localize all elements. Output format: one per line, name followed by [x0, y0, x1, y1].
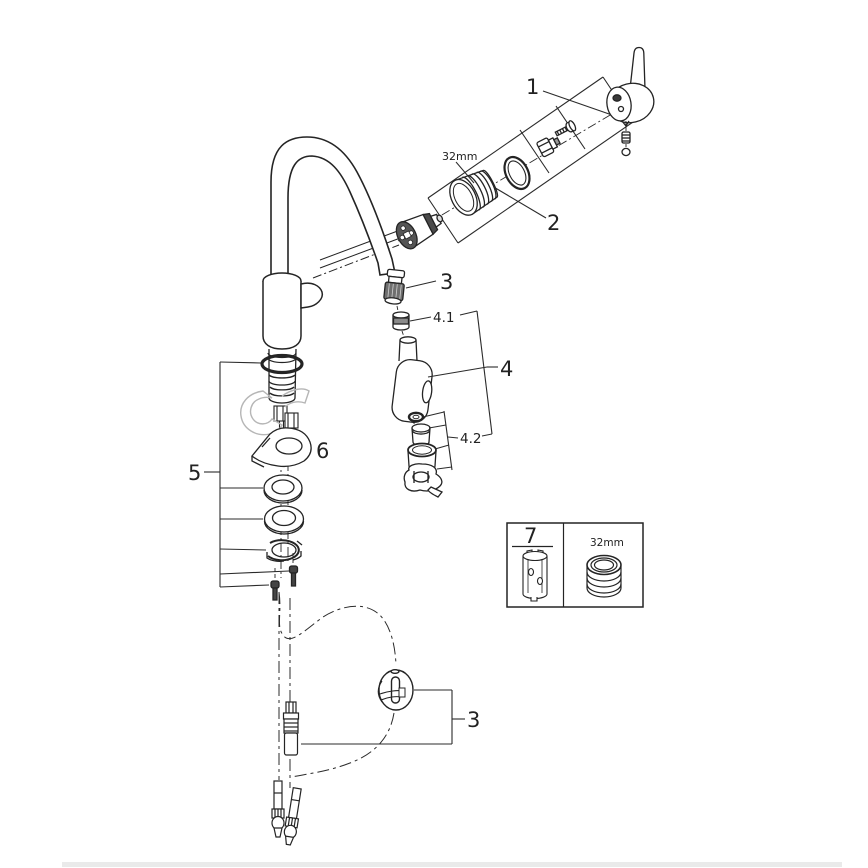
cartridge	[395, 212, 444, 250]
horseshoe-washer	[266, 539, 303, 562]
supply-fitting-right	[283, 787, 302, 846]
aerator-washer	[407, 411, 425, 423]
washer-1	[263, 474, 303, 504]
handle-face	[606, 86, 632, 122]
supply-fitting-left	[271, 780, 285, 838]
hose-loop-lower	[291, 712, 395, 778]
spray-connector-part	[392, 311, 410, 331]
trim-ring	[503, 155, 531, 191]
callout-7: 7	[524, 524, 537, 548]
callout-kit5: 5	[188, 461, 201, 485]
spout-outer	[270, 136, 396, 281]
handle-axis-line	[397, 107, 623, 242]
spray-hose-end	[383, 268, 406, 305]
handle-screw	[554, 120, 577, 137]
callout-4-1: 4.1	[433, 310, 454, 326]
cap-size-leader	[455, 161, 475, 184]
wrench-ghost	[240, 388, 310, 436]
kit4-bracket-lines	[409, 310, 498, 471]
callout-hose-bottom: 3	[467, 708, 480, 732]
hose-loop-upper	[278, 591, 397, 666]
footer-bar	[62, 862, 842, 867]
mounting-screw-left	[270, 568, 280, 601]
ring-tool	[586, 554, 622, 598]
callout-4-2: 4.2	[460, 431, 481, 447]
callout-kit4: 4	[500, 357, 513, 381]
faucet-body	[262, 136, 404, 350]
callout-6: 6	[316, 439, 329, 463]
hose-connector	[282, 701, 300, 756]
cartridge-cap	[449, 169, 499, 216]
service-kit-box	[506, 522, 644, 608]
callout-hose-top: 3	[440, 270, 453, 294]
kit5-bracket-lines	[204, 361, 290, 588]
hose-routing	[271, 591, 465, 846]
callout-kit1: 1	[526, 75, 539, 99]
box-tool-size-label: 32mm	[590, 537, 624, 549]
lever-handle	[606, 46, 655, 128]
handle-plug	[621, 147, 631, 157]
washer-2	[263, 505, 305, 535]
hose-top-leader	[405, 280, 437, 289]
callout-kit2: 2	[547, 211, 560, 235]
flow-control-piece	[403, 463, 444, 498]
aerator-insert	[411, 423, 431, 447]
grub-screw	[621, 121, 631, 147]
kit3-bracket-lines	[301, 689, 465, 745]
spray-head-assembly	[391, 305, 444, 498]
handle-assembly	[395, 46, 655, 250]
supply-hose-fittings	[271, 780, 302, 846]
mounting-bracket-part	[251, 427, 312, 468]
socket-tool	[522, 549, 548, 602]
spray-head	[391, 336, 433, 424]
cap-size-label: 32mm	[442, 150, 477, 163]
mounting-screw-right	[288, 553, 299, 587]
handle-adapter	[536, 137, 561, 158]
o-ring	[260, 353, 304, 375]
mounting-assembly	[240, 348, 312, 601]
hose-weight	[377, 669, 414, 711]
handle-boss	[300, 282, 324, 309]
